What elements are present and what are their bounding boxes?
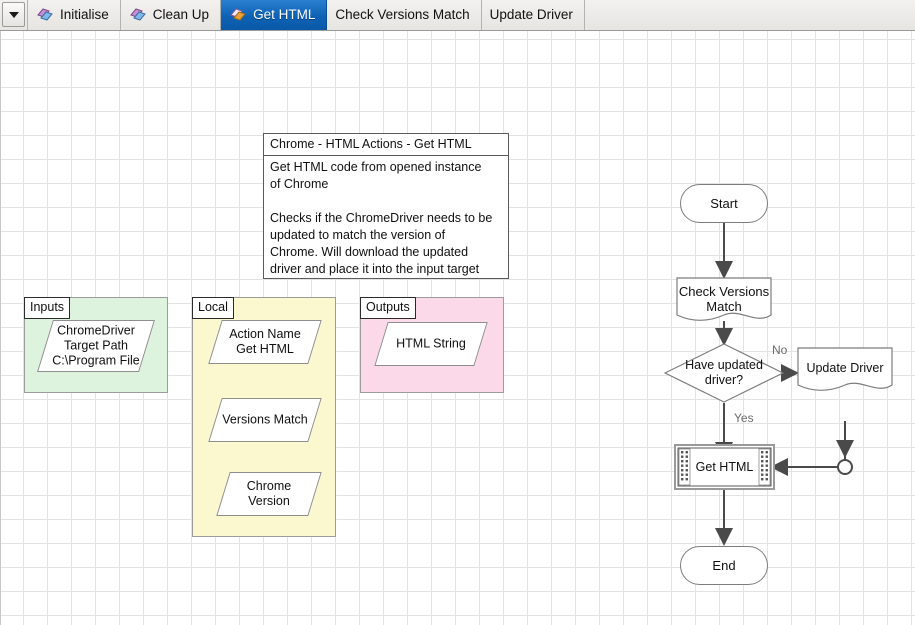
diagram-canvas[interactable]: Chrome - HTML Actions - Get HTML Get HTM… bbox=[0, 31, 915, 625]
description-note[interactable]: Chrome - HTML Actions - Get HTML Get HTM… bbox=[263, 133, 509, 279]
flow-node-decision-have-updated-driver[interactable]: Have updated driver? bbox=[664, 343, 784, 403]
flow-node-label: Get HTML bbox=[695, 459, 754, 474]
pages-icon bbox=[36, 7, 54, 23]
edge-label-no: No bbox=[772, 343, 788, 357]
chevron-down-icon bbox=[8, 11, 19, 18]
flow-node-get-html[interactable]: Get HTML bbox=[674, 444, 775, 490]
flow-node-check-versions-match[interactable]: Check Versions Match bbox=[676, 277, 772, 325]
flow-node-label: End bbox=[712, 558, 736, 573]
region-inputs[interactable]: Inputs ChromeDriver Target Path C:\Progr… bbox=[24, 297, 168, 393]
flowchart-connectors bbox=[715, 223, 854, 546]
tab-label: Clean Up bbox=[152, 7, 210, 23]
flowchart: Start Check Versions Match Have updated … bbox=[0, 31, 915, 625]
tab-label: Update Driver bbox=[489, 7, 573, 23]
flow-node-end[interactable]: End bbox=[680, 546, 768, 585]
tab-label: Check Versions Match bbox=[335, 7, 470, 23]
pages-icon bbox=[229, 7, 247, 23]
region-label: Inputs bbox=[24, 297, 71, 319]
tab-list-dropdown-button[interactable] bbox=[2, 2, 25, 27]
tab-label: Get HTML bbox=[253, 7, 316, 23]
flow-node-update-driver[interactable]: Update Driver bbox=[797, 347, 893, 395]
flow-node-start[interactable]: Start bbox=[680, 184, 768, 223]
region-label: Local bbox=[192, 297, 234, 319]
note-title: Chrome - HTML Actions - Get HTML bbox=[264, 134, 508, 156]
region-label: Outputs bbox=[360, 297, 416, 319]
note-body: Get HTML code from opened instance of Ch… bbox=[270, 160, 493, 276]
tab-label: Initialise bbox=[60, 7, 109, 23]
flow-node-label: Have updated driver? bbox=[685, 358, 763, 387]
flow-node-label: Check Versions Match bbox=[678, 283, 770, 314]
tab-clean-up[interactable]: Clean Up bbox=[121, 0, 222, 30]
tab-strip: Initialise Clean Up bbox=[27, 0, 585, 30]
tab-check-versions-match[interactable]: Check Versions Match bbox=[327, 0, 482, 30]
tab-update-driver[interactable]: Update Driver bbox=[482, 0, 585, 30]
tab-bar: Initialise Clean Up bbox=[0, 0, 915, 31]
flow-node-label: Start bbox=[710, 196, 738, 211]
tab-initialise[interactable]: Initialise bbox=[27, 0, 121, 30]
flow-node-label: Update Driver bbox=[806, 360, 884, 375]
tab-get-html[interactable]: Get HTML bbox=[221, 0, 328, 30]
edge-label-yes: Yes bbox=[734, 411, 754, 425]
pages-icon bbox=[129, 7, 147, 23]
region-local[interactable]: Local Action Name Get HTML Versions Matc… bbox=[192, 297, 336, 537]
region-outputs[interactable]: Outputs HTML String bbox=[360, 297, 504, 393]
